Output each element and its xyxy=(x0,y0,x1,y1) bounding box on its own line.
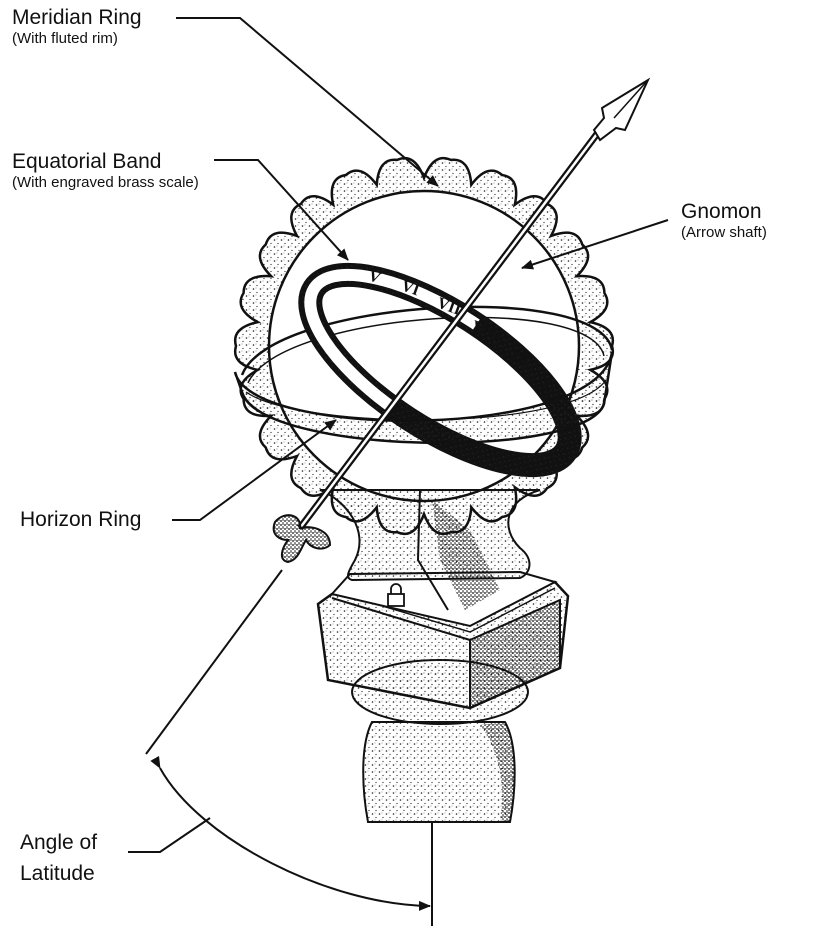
horizon-ring-label: Horizon Ring xyxy=(20,508,141,532)
gnomon-title: Gnomon xyxy=(681,200,767,224)
latitude-label: Angle of Latitude xyxy=(20,826,97,889)
latitude-title-line2: Latitude xyxy=(20,859,97,889)
equatorial-band-label: Equatorial Band (With engraved brass sca… xyxy=(12,150,199,192)
gnomon-subtitle: (Arrow shaft) xyxy=(681,224,767,242)
meridian-ring-label: Meridian Ring (With fluted rim) xyxy=(12,6,142,48)
equatorial-band-title: Equatorial Band xyxy=(12,150,199,174)
latitude-title-line1: Angle of xyxy=(20,826,97,859)
meridian-ring-subtitle: (With fluted rim) xyxy=(12,30,142,48)
meridian-ring xyxy=(235,158,613,534)
horizon-ring-title: Horizon Ring xyxy=(20,508,141,532)
equatorial-band-subtitle: (With engraved brass scale) xyxy=(12,174,199,192)
gnomon-label: Gnomon (Arrow shaft) xyxy=(681,200,767,242)
meridian-ring-title: Meridian Ring xyxy=(12,6,142,30)
